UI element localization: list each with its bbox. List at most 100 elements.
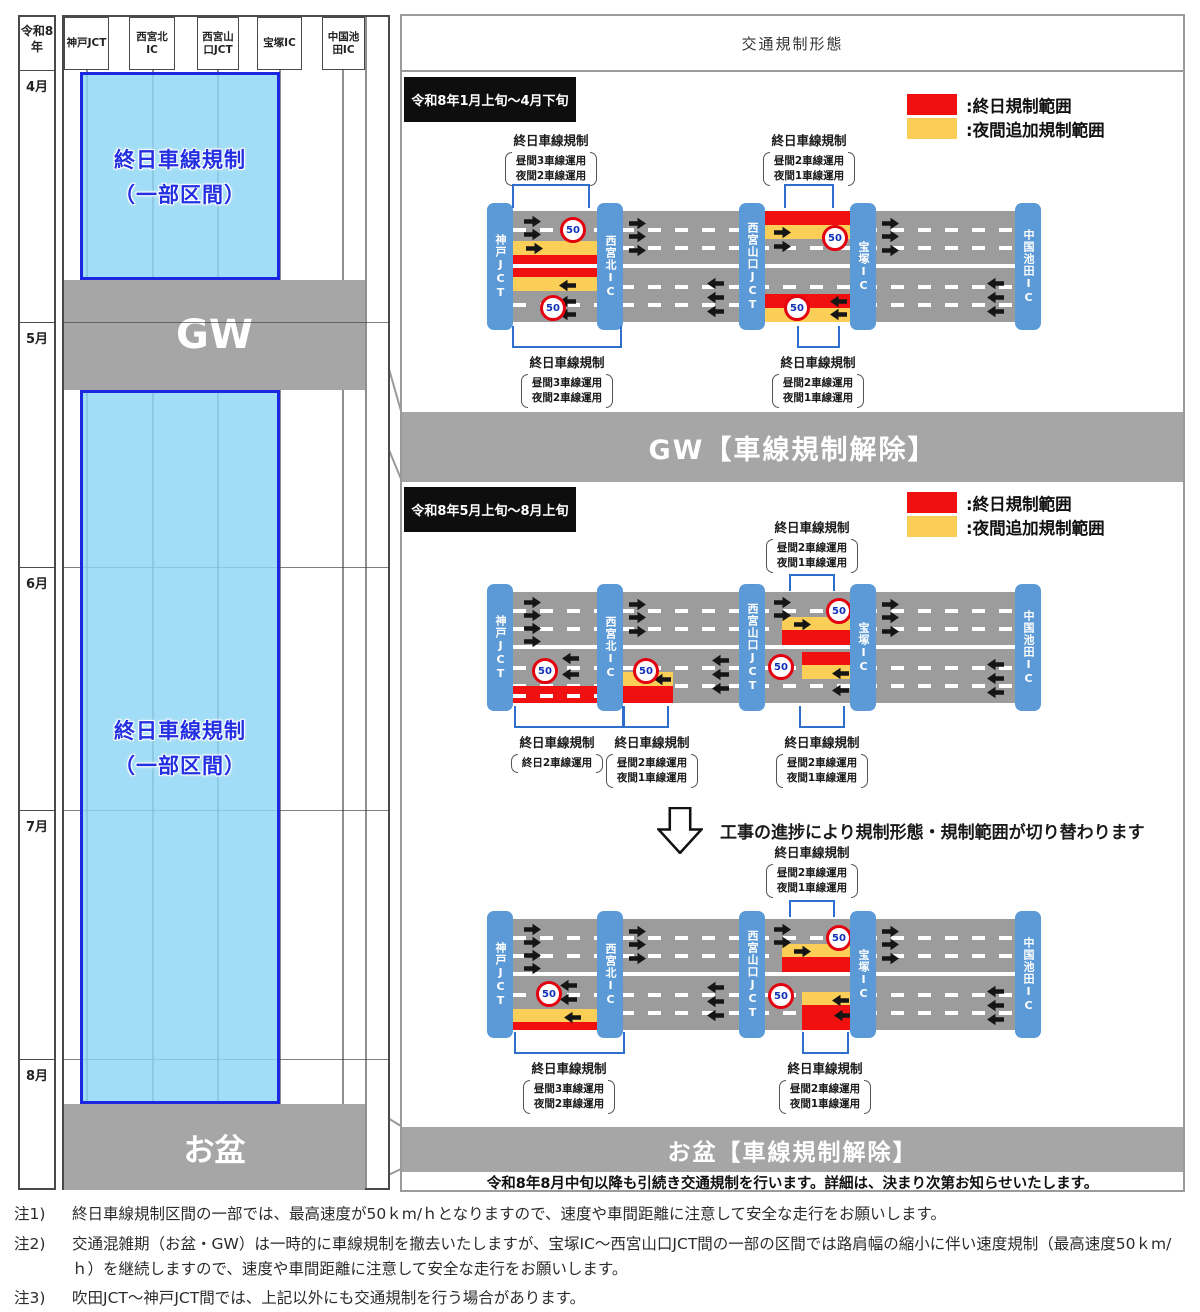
bracket-divider-tick xyxy=(622,706,625,726)
grid-line xyxy=(20,322,54,323)
allday-restriction-strip xyxy=(513,1022,597,1030)
annotation-line: 夜間1車線運用 xyxy=(789,1098,861,1111)
station-pillar: 西宮北IC xyxy=(597,911,623,1038)
footnote-label: 注1) xyxy=(14,1205,46,1223)
traffic-direction-arrow xyxy=(882,938,899,951)
regulation-annotation: 終日車線規制昼間2車線運用夜間1車線運用 xyxy=(759,130,859,187)
footnote: 注1) 終日車線規制区間の一部では、最高速度が50ｋm/ｈとなりますので、速度や… xyxy=(14,1202,1189,1227)
footnote: 注3) 吹田JCT～神戸JCT間では、上記以外にも交通規制を行う場合があります。 xyxy=(14,1286,1189,1311)
annotation-lines: 昼間2車線運用夜間1車線運用 xyxy=(773,539,851,573)
annotation-body: 昼間2車線運用夜間1車線運用 xyxy=(759,152,859,187)
traffic-direction-arrow xyxy=(774,609,791,622)
legend-row: :夜間追加規制範囲 xyxy=(907,118,1105,140)
traffic-direction-arrow xyxy=(524,635,541,648)
traffic-direction-arrow xyxy=(629,625,646,638)
station-pillar: 西宮山口JCT xyxy=(739,911,765,1038)
regulation-annotation: 終日車線規制終日2車線運用 xyxy=(509,732,605,774)
left-paren xyxy=(520,374,528,409)
footnote-text: 終日車線規制区間の一部では、最高速度が50ｋm/ｈとなりますので、速度や車間距離… xyxy=(72,1205,946,1223)
annotation-body: 昼間2車線運用夜間1車線運用 xyxy=(775,1080,875,1115)
traffic-direction-arrow xyxy=(629,952,646,965)
gw-period-band: GW xyxy=(64,280,365,390)
station-pillar: 中国池田IC xyxy=(1015,911,1041,1038)
annotation-lines: 昼間3車線運用夜間2車線運用 xyxy=(530,1080,608,1114)
annotation-title: 終日車線規制 xyxy=(780,355,856,370)
month-grid-line xyxy=(64,322,388,323)
annotation-lines: 終日2車線運用 xyxy=(518,754,596,773)
night-color-swatch xyxy=(907,516,957,537)
traffic-direction-arrow xyxy=(629,244,646,257)
gw-band-label: GW xyxy=(176,312,253,358)
allday-restriction-strip xyxy=(782,957,850,972)
annotation-line: 昼間3車線運用 xyxy=(531,377,603,389)
era-label: 令和8年 xyxy=(20,24,54,55)
traffic-direction-arrow xyxy=(629,938,646,951)
timeline-body: GW お盆 終日車線規制 （一部区間） 終日車線規制 （一部区間） 神戸JCT … xyxy=(62,15,390,1190)
traffic-direction-arrow xyxy=(524,923,541,936)
annotation-lines: 昼間3車線運用夜間2車線運用 xyxy=(512,152,590,186)
gw-release-banner: GW【車線規制解除】 xyxy=(402,412,1183,482)
restriction-period-2: 終日車線規制 （一部区間） xyxy=(80,390,280,1104)
restriction-lane-dash xyxy=(513,694,597,698)
switch-arrow-icon xyxy=(657,807,703,854)
month-label: 8月 xyxy=(25,1069,49,1084)
footnote-label: 注2) xyxy=(14,1234,46,1253)
traffic-direction-arrow xyxy=(774,240,791,253)
annotation-title: 終日車線規制 xyxy=(774,520,850,535)
annotation-line: 昼間2車線運用 xyxy=(773,155,845,167)
annotation-title: 終日車線規制 xyxy=(614,735,690,750)
speed-limit-sign: 50 xyxy=(532,658,558,684)
regulation-annotation: 終日車線規制昼間3車線運用夜間2車線運用 xyxy=(519,1058,619,1115)
annotation-lines: 昼間2車線運用夜間1車線運用 xyxy=(613,754,691,788)
annotation-lines: 昼間2車線運用夜間1車線運用 xyxy=(783,754,861,788)
regulation-annotation: 終日車線規制昼間3車線運用夜間2車線運用 xyxy=(501,130,601,187)
station-header: 神戸JCT xyxy=(64,17,109,70)
annotation-lines: 昼間2車線運用夜間1車線運用 xyxy=(773,864,851,898)
annotation-body: 昼間2車線運用夜間1車線運用 xyxy=(768,374,868,409)
regulation-annotation: 終日車線規制昼間2車線運用夜間1車線運用 xyxy=(602,732,702,789)
speed-limit-sign: 50 xyxy=(633,658,659,684)
right-paren xyxy=(861,754,869,789)
period-label-1: 令和8年1月上旬～4月下旬 xyxy=(404,77,576,122)
annotation-lines: 昼間2車線運用夜間1車線運用 xyxy=(779,374,857,408)
allday-restriction-strip xyxy=(765,211,850,225)
traffic-direction-arrow xyxy=(629,230,646,243)
obon-release-banner: お盆【車線規制解除】 xyxy=(402,1127,1183,1172)
annotation-line: 昼間3車線運用 xyxy=(515,155,587,167)
annotation-body: 終日2車線運用 xyxy=(509,754,605,774)
annotation-title: 終日車線規制 xyxy=(529,355,605,370)
restriction-extent-bracket xyxy=(789,574,835,591)
restriction-label-line2: （一部区間） xyxy=(114,182,246,207)
restriction-extent-bracket xyxy=(802,1032,849,1054)
legend-row: :終日規制範囲 xyxy=(907,492,1105,514)
restriction-extent-bracket xyxy=(514,1032,625,1054)
traffic-direction-arrow xyxy=(774,596,791,609)
left-paren xyxy=(522,1080,530,1115)
station-pillar: 神戸JCT xyxy=(487,584,513,711)
station-pillar: 宝塚IC xyxy=(850,911,876,1038)
station-pillar: 神戸JCT xyxy=(487,203,513,330)
grid-line xyxy=(20,70,54,71)
annotation-title: 終日車線規制 xyxy=(531,1061,607,1076)
traffic-direction-arrow xyxy=(629,217,646,230)
restriction-extent-bracket xyxy=(789,900,835,917)
annotation-line: 昼間3車線運用 xyxy=(533,1083,605,1095)
traffic-direction-arrow xyxy=(882,217,899,230)
speed-limit-sign: 50 xyxy=(540,295,566,321)
traffic-direction-arrow xyxy=(629,925,646,938)
annotation-title: 終日車線規制 xyxy=(519,735,595,750)
annotation-lines: 昼間2車線運用夜間1車線運用 xyxy=(770,152,848,186)
regulation-detail-panel: 交通規制形態 令和8年1月上旬～4月下旬 令和8年5月上旬～8月上旬 :終日規制… xyxy=(400,14,1185,1192)
legend-row: :夜間追加規制範囲 xyxy=(907,516,1105,538)
legend-2: :終日規制範囲 :夜間追加規制範囲 xyxy=(907,492,1105,540)
station-pillar: 中国池田IC xyxy=(1015,584,1041,711)
annotation-line: 夜間1車線運用 xyxy=(776,882,848,895)
legend-label: :夜間追加規制範囲 xyxy=(966,120,1105,140)
legend-label: :終日規制範囲 xyxy=(966,494,1072,514)
regulation-annotation: 終日車線規制昼間2車線運用夜間1車線運用 xyxy=(775,1058,875,1115)
right-paren xyxy=(851,539,859,574)
traffic-direction-arrow xyxy=(794,945,811,958)
annotation-body: 昼間3車線運用夜間2車線運用 xyxy=(501,152,601,187)
footnote-text: 吹田JCT～神戸JCT間では、上記以外にも交通規制を行う場合があります。 xyxy=(72,1289,586,1308)
allday-restriction-strip xyxy=(513,255,597,264)
